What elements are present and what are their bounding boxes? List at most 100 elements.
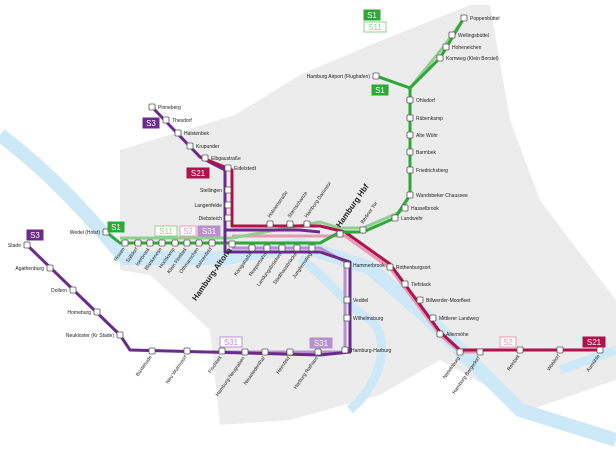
station-elbgaustrasse[interactable]: Elbgaustraße [201,154,241,162]
station-marker[interactable] [263,244,271,252]
station-marker[interactable] [148,103,156,111]
station-marker[interactable] [224,201,232,209]
station-langenfelde[interactable]: Langenfelde [194,201,232,209]
station-marker[interactable] [286,220,294,228]
station-horneburg[interactable]: Horneburg [67,308,101,316]
station-marker[interactable] [343,261,351,269]
station-marker[interactable] [303,220,311,228]
station-marker[interactable] [359,226,367,234]
station-marker[interactable] [228,240,236,248]
station-neukloster[interactable]: Neukloster (Kr Stade) [66,331,124,339]
station-neuwulmstorf[interactable]: Neu Wulmstorf [165,347,191,385]
station-marker[interactable] [148,347,156,355]
station-halstenbek[interactable]: Halstenbek [174,129,210,137]
station-marker[interactable] [308,244,316,252]
station-marker[interactable] [224,186,232,194]
station-marker[interactable] [436,330,444,338]
station-marker[interactable] [401,280,409,288]
station-marker[interactable] [406,166,414,174]
station-thesdorf[interactable]: Thesdorf [162,116,192,124]
station-marker[interactable] [476,348,484,356]
station-wedel[interactable]: Wedel (Holst) [70,228,110,236]
station-marker[interactable] [406,191,414,199]
station-mittlerer[interactable]: Mittlerer Landweg [429,314,479,322]
station-marker[interactable] [171,239,179,247]
station-marker[interactable] [195,239,203,247]
station-hoheneichen[interactable]: Hoheneichen [442,43,482,51]
station-marker[interactable] [261,348,269,356]
station-veddel[interactable]: Veddel [343,296,368,304]
station-marker[interactable] [386,263,394,271]
station-marker[interactable] [442,43,450,51]
station-marker[interactable] [516,346,524,354]
station-hammerbrook[interactable]: Hammerbrook [343,261,385,269]
station-marker[interactable] [248,244,256,252]
station-marker[interactable] [406,96,414,104]
station-marker[interactable] [391,214,399,222]
station-marker[interactable] [186,142,194,150]
station-rothenburgsort[interactable]: Rothenburgsort [386,263,431,271]
station-marker[interactable] [293,244,301,252]
station-poppenbuettel[interactable]: Poppenbüttel [460,14,499,22]
station-marker[interactable] [429,314,437,322]
station-marker[interactable] [278,244,286,252]
station-marker[interactable] [208,239,216,247]
station-dollern[interactable]: Dollern [51,286,77,294]
station-harburg[interactable]: Hamburg-Harburg [341,346,392,354]
station-landwehr[interactable]: Landwehr [391,214,423,222]
station-marker[interactable] [183,239,191,247]
station-marker[interactable] [436,54,444,62]
station-wellingsbuettel[interactable]: Wellingsbüttel [448,31,489,39]
station-airport[interactable]: Hamburg Airport (Flughafen) [307,72,380,80]
station-allermoehe[interactable]: Allermöhe [436,330,469,338]
station-marker[interactable] [134,239,142,247]
station-marker[interactable] [460,14,468,22]
station-wandsbeker[interactable]: Wandsbeker Chaussee [406,191,468,199]
station-marker[interactable] [556,346,564,354]
station-friedrichsberg[interactable]: Friedrichsberg [406,166,448,174]
station-marker[interactable] [343,314,351,322]
station-marker[interactable] [183,347,191,355]
station-kornweg[interactable]: Kornweg (Klein Borstel) [436,54,499,62]
station-marker[interactable] [46,264,54,272]
station-marker[interactable] [23,241,31,249]
station-marker[interactable] [341,346,349,354]
station-marker[interactable] [218,347,226,355]
station-marker[interactable] [158,239,166,247]
station-marker[interactable] [314,348,322,356]
station-marker[interactable] [372,72,380,80]
station-marker[interactable] [406,114,414,122]
station-marker[interactable] [406,148,414,156]
station-marker[interactable] [146,239,154,247]
station-marker[interactable] [456,348,464,356]
station-marker[interactable] [266,220,274,228]
station-marker[interactable] [201,154,209,162]
station-krupunder[interactable]: Krupunder [186,142,220,150]
station-marker[interactable] [406,131,414,139]
station-ohlsdorf[interactable]: Ohlsdorf [406,96,436,104]
station-marker[interactable] [174,129,182,137]
station-marker[interactable] [286,348,294,356]
station-marker[interactable] [224,214,232,222]
station-billwerder[interactable]: Billwerder-Moorfleet [416,296,471,304]
station-marker[interactable] [241,348,249,356]
station-marker[interactable] [343,296,351,304]
station-marker[interactable] [401,204,409,212]
station-marker[interactable] [69,286,77,294]
station-hasselbrook[interactable]: Hasselbrook [401,204,439,212]
station-diebsteich[interactable]: Diebsteich [199,214,232,222]
station-marker[interactable] [116,331,124,339]
station-marker[interactable] [121,239,129,247]
station-marker[interactable] [336,230,344,238]
station-marker[interactable] [596,346,604,354]
station-ruebenkamp[interactable]: Rübenkamp [406,114,443,122]
station-stellingen[interactable]: Stellingen [200,186,232,194]
station-marker[interactable] [448,31,456,39]
station-pinneberg[interactable]: Pinneberg [148,103,181,111]
station-marker[interactable] [224,164,232,172]
station-buxtehude[interactable]: Buxtehude [135,347,156,378]
station-marker[interactable] [162,116,170,124]
station-eidelstedt[interactable]: Eidelstedt [224,164,257,172]
station-marker[interactable] [416,296,424,304]
station-tiefstack[interactable]: Tiefstack [401,280,431,288]
